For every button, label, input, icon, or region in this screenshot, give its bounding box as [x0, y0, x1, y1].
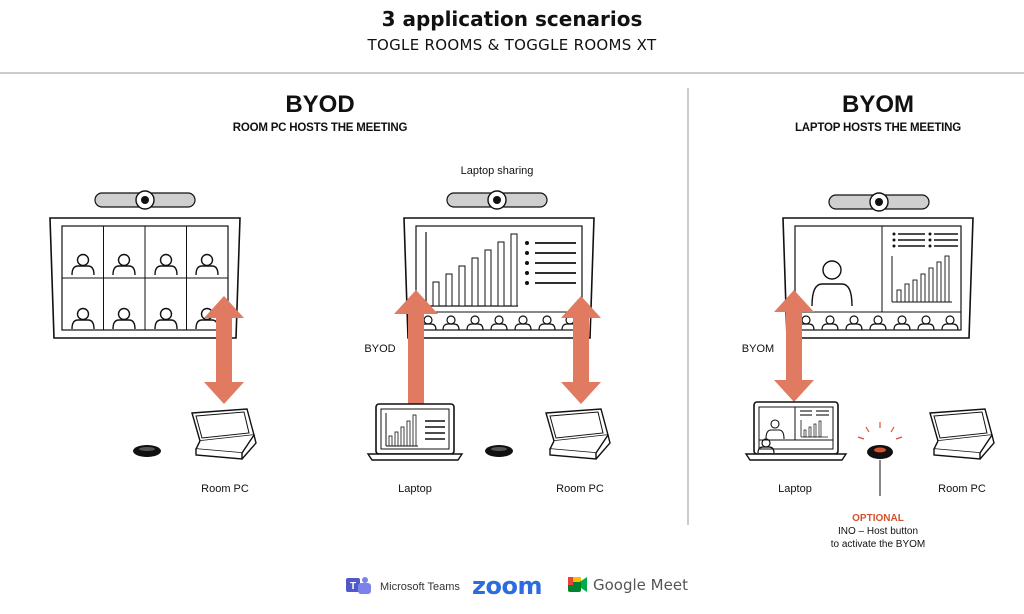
- double-arrow-icon: [204, 296, 244, 404]
- byod-room-display-sharing: [403, 190, 595, 339]
- laptop-label: Laptop: [398, 483, 432, 495]
- diagram-title: 3 application scenarios: [382, 7, 643, 31]
- byom-heading: BYOM: [842, 91, 914, 118]
- laptop-sharing-label: Laptop sharing: [461, 165, 534, 177]
- microsoft-teams-logo: T Microsoft Teams: [346, 577, 460, 594]
- teams-icon: [346, 578, 360, 592]
- up-arrow-icon: [394, 290, 438, 404]
- byom-subheading: LAPTOP HOSTS THE MEETING: [795, 122, 961, 134]
- room-pc-label: Room PC: [556, 483, 604, 495]
- byod-room-display-gallery: [49, 190, 241, 339]
- svg-text:T: T: [350, 581, 356, 592]
- laptop-label: Laptop: [778, 483, 812, 495]
- room-pc-label: Room PC: [938, 483, 986, 495]
- meet-label: Google Meet: [593, 576, 688, 594]
- zoom-logo: zoom: [472, 572, 542, 600]
- byod-label: BYOD: [364, 343, 395, 355]
- room-pc-label: Room PC: [201, 483, 249, 495]
- byod-subheading: ROOM PC HOSTS THE MEETING: [233, 122, 408, 134]
- double-arrow-icon: [774, 290, 814, 402]
- room-pc-tablet-icon: [545, 408, 611, 460]
- byod-heading: BYOD: [285, 91, 354, 118]
- google-meet-logo: Google Meet: [568, 576, 688, 594]
- teams-label: Microsoft Teams: [380, 581, 460, 593]
- laptop-icon: [744, 401, 848, 461]
- byom-label: BYOM: [742, 343, 774, 355]
- host-button-icon: [857, 422, 903, 496]
- room-pc-tablet-icon: [929, 408, 995, 460]
- room-pc-tablet-icon: [191, 408, 257, 460]
- host-button-line2: to activate the BYOM: [831, 539, 926, 550]
- laptop-icon: [366, 403, 464, 461]
- optional-label: OPTIONAL: [852, 513, 904, 524]
- double-arrow-icon: [561, 296, 601, 404]
- diagram-subtitle: TOGLE ROOMS & TOGGLE ROOMS XT: [367, 36, 657, 54]
- host-button-line1: INO – Host button: [838, 526, 918, 537]
- byom-room-display: [782, 192, 974, 339]
